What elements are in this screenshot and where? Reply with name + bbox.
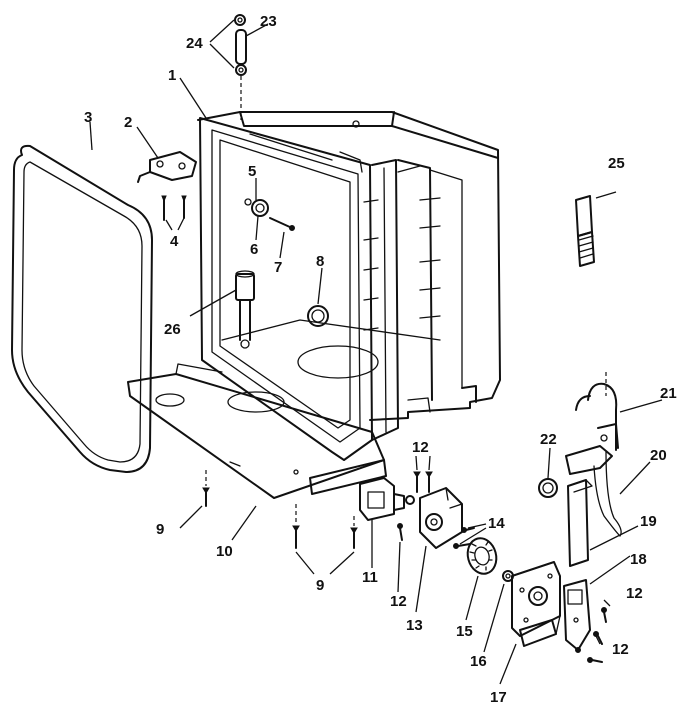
impeller	[466, 537, 498, 575]
callout-22: 22	[540, 431, 557, 448]
mounting-bracket	[137, 151, 197, 183]
callout-4: 4	[170, 233, 179, 250]
housing-screw	[397, 523, 403, 541]
door-gasket	[11, 144, 153, 473]
callout-9-left: 9	[156, 521, 164, 538]
callout-9-right: 9	[316, 577, 324, 594]
callout-18: 18	[630, 551, 647, 568]
callout-12-left: 12	[390, 593, 407, 610]
pump-body	[419, 487, 463, 549]
callout-2: 2	[124, 114, 132, 131]
mounting-plate	[511, 561, 561, 647]
spray-arm-support	[235, 270, 255, 349]
leader-lines	[89, 19, 663, 685]
drain-fitting	[307, 305, 329, 327]
callout-21: 21	[660, 385, 677, 402]
callout-25: 25	[608, 155, 625, 172]
callout-12-top: 12	[412, 439, 429, 456]
toe-panel	[127, 363, 387, 499]
impeller-screws	[453, 527, 475, 549]
grommet-ring	[538, 478, 558, 498]
callout-23: 23	[260, 13, 277, 30]
side-bracket	[563, 579, 591, 651]
pump-motor-housing	[359, 477, 415, 521]
fill-tube	[234, 14, 247, 120]
inlet-fitting	[244, 198, 295, 231]
callout-8: 8	[316, 253, 324, 270]
callout-14: 14	[488, 515, 505, 532]
callout-3: 3	[84, 109, 92, 126]
callout-12-right: 12	[626, 585, 643, 602]
callout-11: 11	[362, 569, 378, 586]
callout-5: 5	[248, 163, 256, 180]
callout-24: 24	[186, 35, 203, 52]
pump-screws-upper	[413, 471, 433, 493]
callout-20: 20	[650, 447, 667, 464]
callout-7: 7	[274, 259, 282, 276]
bracket-screws	[161, 195, 187, 221]
callout-12-bottom: 12	[612, 641, 629, 658]
callout-16: 16	[470, 653, 487, 670]
tub	[197, 111, 501, 461]
callout-6: 6	[250, 241, 258, 258]
hose-adapter	[575, 195, 595, 267]
callout-1: 1	[168, 67, 176, 84]
vent-assembly	[565, 372, 622, 567]
callout-10: 10	[216, 543, 233, 560]
base-screws	[202, 470, 358, 549]
callout-15: 15	[456, 623, 473, 640]
callout-26: 26	[164, 321, 181, 338]
callout-13: 13	[406, 617, 423, 634]
callout-17: 17	[490, 689, 507, 706]
callout-labels: 1 2 3 4 5 6 7 8 9 9 10 11 12 12 12 12 13…	[84, 13, 677, 706]
callout-19: 19	[640, 513, 657, 530]
bracket-screws-right	[575, 607, 607, 663]
